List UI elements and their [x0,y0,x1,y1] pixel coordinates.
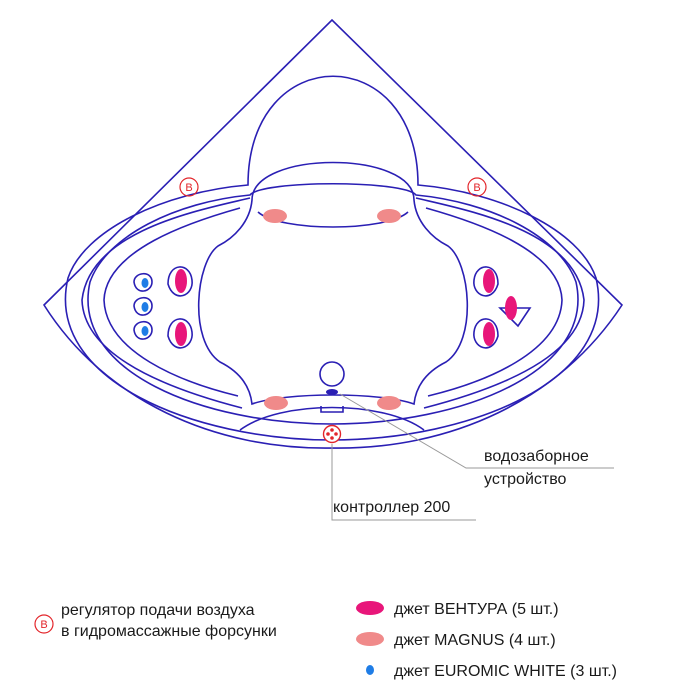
euromic-jet [141,302,149,312]
magnus-jet [264,396,288,410]
intake-device-base [320,406,344,413]
left-seat-inner [103,207,241,397]
tub-basin [197,161,469,406]
magnus-jet [377,209,401,223]
intake-device-marker [326,389,338,395]
left-seat-outline [81,197,251,409]
right-seat-inner [425,207,563,397]
ventura-housing [473,266,499,297]
euromic-housing [133,272,153,292]
ventura-jet [505,296,517,320]
intake-device [319,361,345,387]
euromic-housing [133,296,153,316]
legend-magnus-swatch [356,632,384,646]
ventura-jet [483,322,495,346]
legend: B регулятор подачи воздуха в гидромассаж… [34,601,617,680]
air-regulator-symbol: B [185,182,192,194]
legend-ventura-label: джет ВЕНТУРА (5 шт.) [394,601,559,618]
tub-inner-rim [87,182,579,425]
ventura-jet [483,269,495,293]
legend-magnus-label: джет MAGNUS (4 шт.) [394,632,556,649]
euromic-housing [133,320,153,340]
ventura-housing [167,266,193,297]
tub-rim [64,75,600,441]
air-regulator-left: B [179,177,199,197]
svg-text:B: B [40,619,47,631]
legend-euromic-label: джет EUROMIC WHITE (3 шт.) [394,663,617,680]
legend-euromic-swatch [366,665,374,675]
legend-regulator-line2: в гидромассажные форсунки [61,623,277,640]
intake-label-line2: устройство [484,471,567,488]
controller-200 [322,424,342,444]
air-regulator-right: B [467,177,487,197]
euromic-jet [141,326,149,336]
controller-leader [331,444,476,521]
ventura-housing [167,318,193,349]
magnus-jet [263,209,287,223]
air-regulator-symbol: B [473,182,480,194]
legend-ventura-swatch [356,601,384,615]
legend-regulator-line1: регулятор подачи воздуха [61,602,255,619]
controller-label: контроллер 200 [333,499,450,516]
euromic-jet [141,278,149,288]
ventura-housing [473,318,499,349]
legend-regulator-symbol: B [34,614,54,634]
intake-leader [339,393,614,469]
ventura-jet [175,322,187,346]
basin-bottom-ledge [239,406,425,431]
intake-label-line1: водозаборное [484,448,589,465]
ventura-jet [175,269,187,293]
right-seat-outline [415,197,585,409]
magnus-jet [377,396,401,410]
